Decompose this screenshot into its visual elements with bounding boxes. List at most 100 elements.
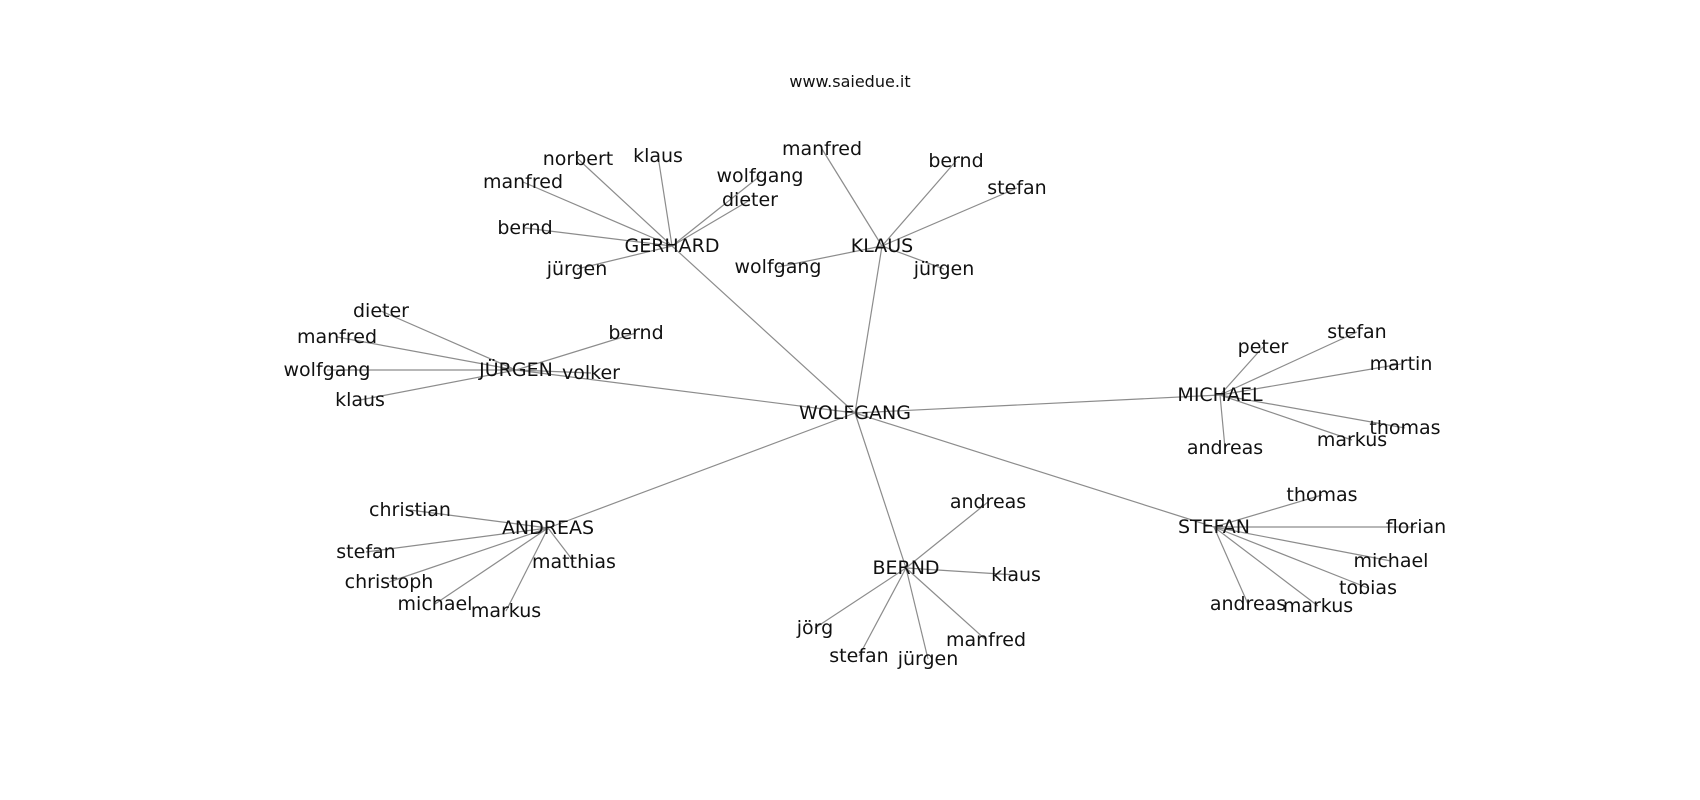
hub-node-label: KLAUS bbox=[851, 235, 913, 257]
leaf-node-label: thomas bbox=[1369, 417, 1440, 439]
edge-gerhard-4 bbox=[671, 199, 751, 247]
edge-michael-1 bbox=[1219, 331, 1358, 396]
leaf-node-label: manfred bbox=[946, 629, 1026, 651]
edge-stefan-2 bbox=[1213, 526, 1392, 562]
leaf-node-label: volker bbox=[562, 362, 620, 384]
edge-gerhard-6 bbox=[576, 245, 673, 270]
edge-gerhard-2 bbox=[522, 181, 673, 247]
edge-gerhard-0 bbox=[577, 158, 673, 247]
leaf-node-label: stefan bbox=[336, 541, 395, 563]
edge-stefan-5 bbox=[1213, 526, 1319, 607]
leaf-node-label: andreas bbox=[1210, 593, 1286, 615]
edge-andreas-5 bbox=[505, 527, 549, 612]
leaf-node-label: markus bbox=[471, 600, 541, 622]
edge-jürgen-4 bbox=[515, 369, 592, 374]
leaf-node-label: manfred bbox=[297, 326, 377, 348]
leaf-node-label: christian bbox=[369, 499, 451, 521]
graph-edges bbox=[327, 148, 1416, 660]
edge-gerhard-1 bbox=[657, 155, 673, 247]
edge-andreas-4 bbox=[434, 527, 549, 605]
edge-stefan-4 bbox=[1213, 526, 1249, 605]
edge-klaus-1 bbox=[881, 160, 957, 247]
edge-klaus-0 bbox=[821, 148, 883, 247]
leaf-node-label: bernd bbox=[497, 217, 552, 239]
hub-node-label: ANDREAS bbox=[502, 517, 594, 539]
edge-center-klaus bbox=[854, 245, 883, 414]
edge-andreas-3 bbox=[388, 527, 549, 583]
leaf-node-label: markus bbox=[1317, 429, 1387, 451]
hub-node-label: STEFAN bbox=[1178, 516, 1250, 538]
leaf-node-label: andreas bbox=[950, 491, 1026, 513]
edge-klaus-2 bbox=[881, 187, 1018, 247]
edge-klaus-3 bbox=[777, 245, 883, 268]
hub-node-label: MICHAEL bbox=[1177, 384, 1263, 406]
leaf-node-label: jörg bbox=[796, 617, 833, 639]
edge-andreas-0 bbox=[409, 509, 549, 529]
edge-bernd-1 bbox=[905, 567, 1017, 576]
edge-michael-5 bbox=[1219, 394, 1226, 449]
leaf-node-label: bernd bbox=[608, 322, 663, 344]
edge-jürgen-5 bbox=[359, 369, 517, 401]
leaf-node-label: florian bbox=[1386, 516, 1446, 538]
leaf-node-label: klaus bbox=[633, 145, 683, 167]
edge-gerhard-3 bbox=[671, 175, 761, 247]
edge-center-stefan bbox=[854, 412, 1215, 528]
leaf-node-label: jürgen bbox=[897, 648, 959, 670]
edge-andreas-2 bbox=[547, 527, 575, 563]
edge-center-michael bbox=[854, 394, 1221, 414]
leaf-node-label: stefan bbox=[987, 177, 1046, 199]
edge-michael-2 bbox=[1219, 363, 1402, 396]
edge-center-andreas bbox=[547, 412, 856, 529]
leaf-node-label: stefan bbox=[829, 645, 888, 667]
leaf-node-label: martin bbox=[1370, 353, 1433, 375]
leaf-node-label: michael bbox=[398, 593, 473, 615]
leaf-node-label: klaus bbox=[335, 389, 385, 411]
leaf-node-label: norbert bbox=[543, 148, 614, 170]
leaf-node-label: klaus bbox=[991, 564, 1041, 586]
edge-jürgen-1 bbox=[336, 336, 517, 371]
leaf-node-label: jürgen bbox=[913, 258, 975, 280]
leaf-node-label: stefan bbox=[1327, 321, 1386, 343]
leaf-node-label: matthias bbox=[532, 551, 616, 573]
edge-bernd-0 bbox=[905, 501, 989, 569]
edge-bernd-3 bbox=[905, 567, 987, 641]
graph-node-labels: WOLFGANG GERHARD norbert klaus manfred wolfga… bbox=[284, 138, 1447, 670]
leaf-node-label: manfred bbox=[782, 138, 862, 160]
edge-stefan-3 bbox=[1213, 526, 1369, 589]
leaf-node-label: peter bbox=[1238, 336, 1289, 358]
hub-node-label: GERHARD bbox=[624, 235, 719, 257]
center-node-label: WOLFGANG bbox=[799, 402, 911, 424]
edge-michael-3 bbox=[1219, 394, 1406, 429]
leaf-node-label: markus bbox=[1283, 595, 1353, 617]
edge-jürgen-2 bbox=[515, 332, 637, 371]
leaf-node-label: wolfgang bbox=[735, 256, 822, 278]
edge-klaus-4 bbox=[881, 245, 945, 270]
edge-center-bernd bbox=[854, 412, 907, 569]
leaf-node-label: jürgen bbox=[546, 258, 608, 280]
edge-michael-0 bbox=[1219, 346, 1264, 396]
graph-title: www.saiedue.it bbox=[789, 72, 910, 91]
edge-andreas-1 bbox=[365, 527, 549, 553]
leaf-node-label: manfred bbox=[483, 171, 563, 193]
edge-bernd-5 bbox=[905, 567, 929, 660]
edge-bernd-4 bbox=[858, 567, 907, 657]
leaf-node-label: dieter bbox=[722, 189, 778, 211]
edge-bernd-2 bbox=[814, 567, 907, 629]
edge-center-jürgen bbox=[515, 369, 856, 414]
leaf-node-label: tobias bbox=[1339, 577, 1397, 599]
leaf-node-label: bernd bbox=[928, 150, 983, 172]
edge-center-gerhard bbox=[671, 245, 856, 414]
edge-jürgen-0 bbox=[380, 310, 517, 371]
leaf-node-label: michael bbox=[1354, 550, 1429, 572]
edge-stefan-0 bbox=[1213, 494, 1323, 528]
hub-node-label: JÜRGEN bbox=[478, 358, 553, 381]
edge-michael-4 bbox=[1219, 394, 1353, 441]
edge-gerhard-5 bbox=[524, 227, 673, 247]
hub-node-label: BERND bbox=[872, 557, 939, 579]
leaf-node-label: andreas bbox=[1187, 437, 1263, 459]
leaf-node-label: wolfgang bbox=[284, 359, 371, 381]
leaf-node-label: thomas bbox=[1286, 484, 1357, 506]
leaf-node-label: christoph bbox=[345, 571, 434, 593]
leaf-node-label: wolfgang bbox=[717, 165, 804, 187]
